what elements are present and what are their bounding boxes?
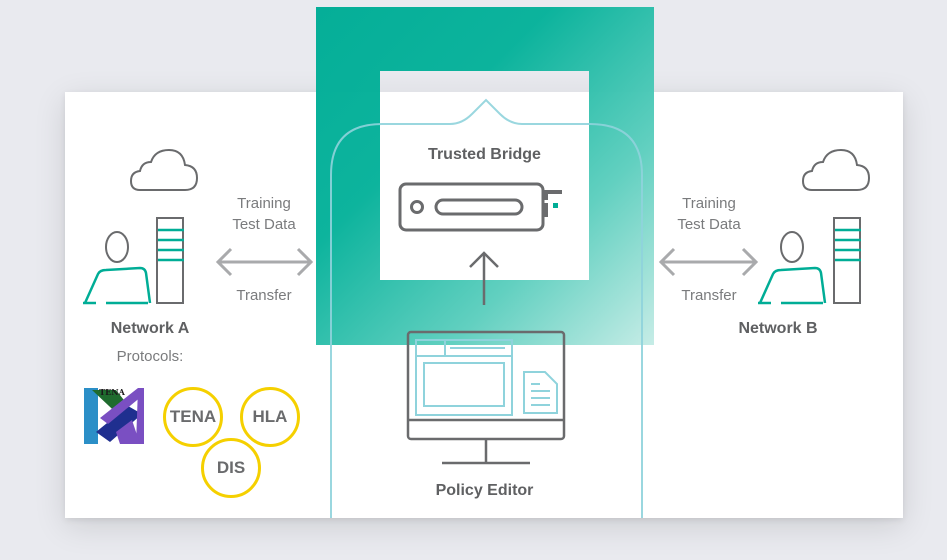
user-icon-network-a bbox=[83, 231, 152, 305]
cloud-icon-network-a bbox=[129, 148, 199, 191]
monitor-with-document-icon bbox=[406, 330, 566, 465]
panel-top-band bbox=[380, 71, 589, 92]
test-data-label-b: Test Data bbox=[677, 216, 741, 233]
transfer-label-a: Transfer bbox=[236, 287, 292, 304]
trusted-bridge-panel bbox=[380, 71, 589, 280]
transfer-label-top-a: Training Test Data bbox=[214, 193, 314, 235]
protocol-badge-hla: HLA bbox=[240, 387, 300, 447]
protocol-badge-dis-label: DIS bbox=[216, 458, 246, 477]
protocol-badge-tena: TENA bbox=[163, 387, 223, 447]
transfer-label-b: Transfer bbox=[681, 287, 737, 304]
trusted-bridge-title: Trusted Bridge bbox=[428, 146, 541, 163]
protocol-badge-tena-label: TENA bbox=[169, 407, 217, 426]
test-data-label-a: Test Data bbox=[232, 216, 296, 233]
server-tower-icon-network-a bbox=[156, 217, 184, 304]
protocol-badge-dis: DIS bbox=[201, 438, 261, 498]
server-tower-icon-network-b bbox=[833, 217, 861, 304]
network-b-title: Network B bbox=[738, 320, 818, 337]
training-label-a: Training bbox=[237, 195, 291, 212]
tena-logo-text: TENA bbox=[99, 387, 125, 397]
up-arrow-icon bbox=[469, 251, 499, 305]
network-a-title: Network A bbox=[110, 320, 190, 337]
bidirectional-arrow-icon-a bbox=[215, 247, 314, 277]
user-icon-network-b bbox=[758, 231, 827, 305]
policy-editor-title: Policy Editor bbox=[435, 482, 534, 499]
protocols-label: Protocols: bbox=[116, 348, 184, 365]
cloud-icon-network-b bbox=[801, 148, 871, 191]
policy-boundary-outline bbox=[330, 98, 643, 518]
server-appliance-icon bbox=[398, 182, 562, 232]
protocol-badge-hla-label: HLA bbox=[252, 407, 288, 426]
training-label-b: Training bbox=[682, 195, 736, 212]
transfer-label-top-b: Training Test Data bbox=[659, 193, 759, 235]
tena-logo-icon: TENA bbox=[84, 387, 144, 444]
bidirectional-arrow-icon-b bbox=[658, 247, 759, 277]
